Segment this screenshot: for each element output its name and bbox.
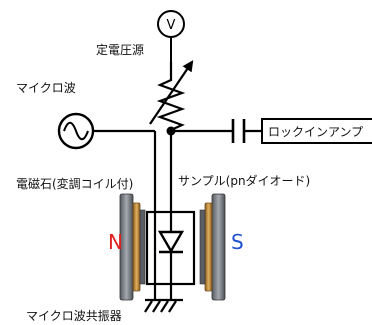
- microwave-label: マイクロ波: [16, 81, 76, 95]
- circle-v-icon: [157, 10, 185, 38]
- lockin-amplifier: ロックインアンプ: [261, 118, 372, 144]
- voltmeter: V: [157, 10, 185, 62]
- voltmeter-label: V: [167, 18, 176, 33]
- modulation-coil-left: [132, 202, 141, 292]
- south-pole-label: S: [231, 230, 244, 254]
- resistor-zigzag: [156, 62, 186, 147]
- north-pole-label: N: [108, 230, 123, 254]
- electromagnet-label: 電磁石(変調コイル付): [16, 176, 133, 191]
- capacitor-icon: [231, 119, 246, 143]
- diode-icon: [157, 212, 185, 284]
- variable-arrow-icon: [149, 60, 194, 125]
- magnet-yoke-right: [211, 193, 226, 301]
- microwave-source: [57, 112, 95, 150]
- junction-dot: [166, 126, 176, 136]
- resonator-label: マイクロ波共振器: [26, 309, 122, 323]
- pole-piece-right: [199, 209, 206, 285]
- voltage-source-label: 定電圧源: [96, 42, 144, 57]
- sample-label: サンプル(pnダイオード): [178, 173, 310, 188]
- lockin-box: [261, 118, 372, 144]
- electromagnet-south: [199, 193, 226, 301]
- ground-icon: [144, 298, 183, 313]
- lockin-label: ロックインアンプ: [268, 125, 363, 139]
- electromagnet-north: [119, 193, 146, 301]
- sine-wave-glyph: [63, 121, 89, 141]
- variable-resistor: [149, 60, 194, 147]
- modulation-coil-right: [204, 202, 213, 292]
- pole-piece-left: [139, 209, 146, 285]
